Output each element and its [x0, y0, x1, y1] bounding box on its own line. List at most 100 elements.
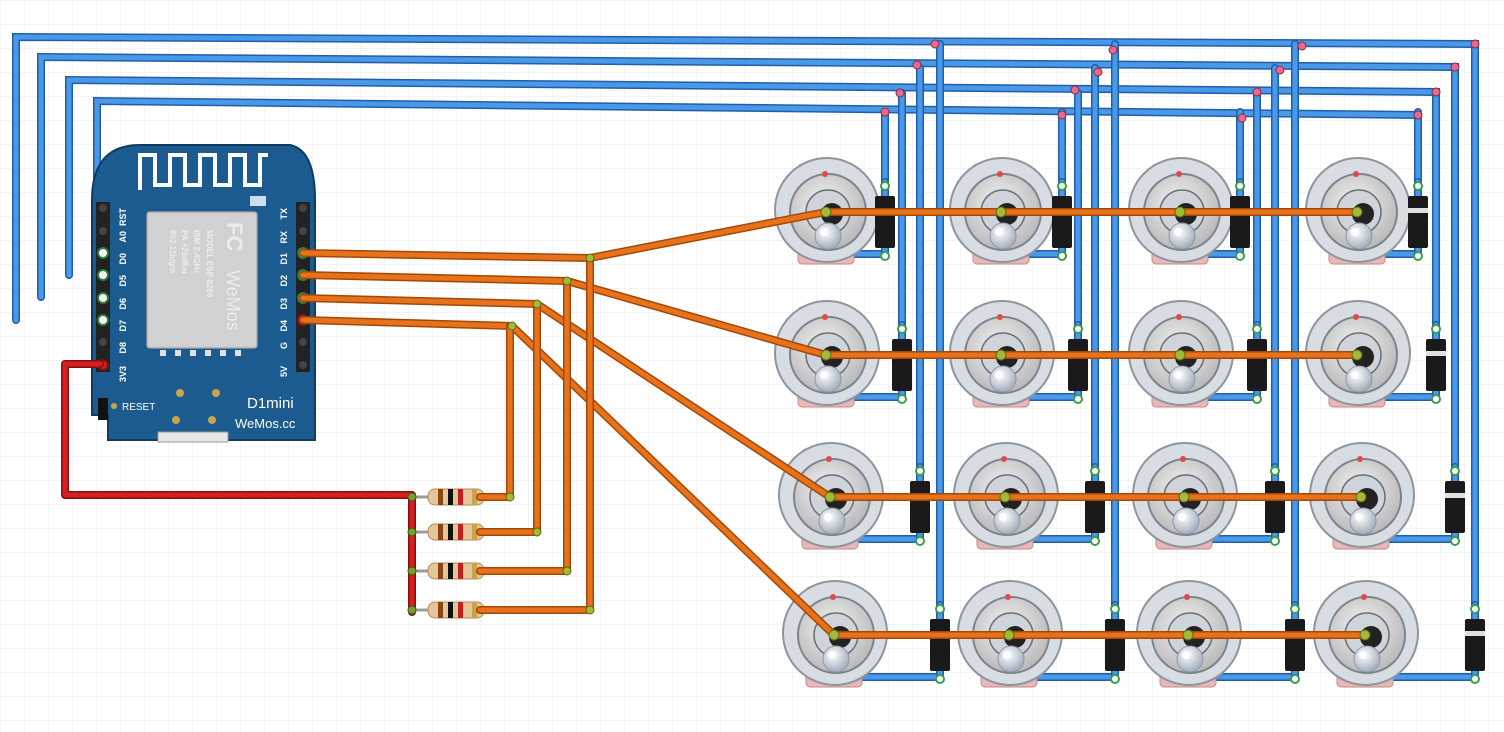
wire-junction [532, 527, 542, 537]
bus-junction [1252, 87, 1262, 97]
button-terminal [1359, 629, 1371, 641]
button-terminal [820, 206, 832, 218]
bus-junction [880, 107, 890, 117]
wire-junction [532, 299, 542, 309]
pull-resistors [407, 488, 500, 619]
power-label: PA +25dBm [180, 230, 189, 274]
esp-shield [146, 211, 258, 349]
button-terminal [995, 206, 1007, 218]
antenna-trace [138, 153, 268, 190]
button-terminal [995, 349, 1007, 361]
left-header [96, 202, 110, 372]
led-indicator [1353, 645, 1381, 673]
usb-port [157, 431, 229, 443]
svg-text:5V: 5V [279, 366, 289, 377]
diode [1408, 181, 1428, 261]
wire-junction [507, 321, 517, 331]
svg-text:3V3: 3V3 [118, 366, 128, 382]
button-terminal [1174, 206, 1186, 218]
svg-text:RX: RX [279, 231, 289, 244]
led-indicator [1168, 222, 1196, 250]
wire-junction [505, 492, 515, 502]
svg-text:G: G [279, 342, 289, 349]
bus-junction [1237, 113, 1247, 123]
wire-junction [562, 276, 572, 286]
diode [1445, 466, 1465, 546]
button-terminal [1003, 629, 1015, 641]
led-indicator [1345, 365, 1373, 393]
svg-text:D6: D6 [118, 298, 128, 310]
board-name: D1mini [247, 395, 294, 412]
bus-junction [1275, 65, 1285, 75]
bus-junction [1108, 45, 1118, 55]
led-indicator [814, 365, 842, 393]
svg-text:D7: D7 [118, 320, 128, 332]
svg-text:D2: D2 [279, 275, 289, 287]
wemos-d1-mini-board[interactable]: MODEL ESP-8266 ISM 2.4GHz PA +25dBm 802.… [91, 144, 316, 443]
svg-text:D4: D4 [279, 320, 289, 332]
bus-junction [1431, 87, 1441, 97]
svg-text:D1: D1 [279, 253, 289, 265]
left-pin-labels: RST A0 D0 D5 D6 D7 D8 3V3 [118, 207, 128, 382]
led-indicator [822, 645, 850, 673]
led-indicator [1345, 222, 1373, 250]
led-indicator [1172, 507, 1200, 535]
reset-button[interactable] [98, 398, 108, 420]
led-indicator [989, 365, 1017, 393]
wire-junction [585, 253, 595, 263]
button-terminal [1178, 491, 1190, 503]
wifi-label: 802.11b/g/n [168, 230, 177, 273]
bus-junction [1070, 85, 1080, 95]
bus-junction [912, 60, 922, 70]
led-indicator [993, 507, 1021, 535]
row-wire-d2 [299, 271, 1361, 359]
svg-text:D5: D5 [118, 275, 128, 287]
led-indicator [818, 507, 846, 535]
bus-junction [1470, 39, 1480, 49]
wire-junction [562, 566, 572, 576]
button-terminal [1182, 629, 1194, 641]
svg-text:D0: D0 [118, 253, 128, 265]
button-terminal [1174, 349, 1186, 361]
led-indicator [814, 222, 842, 250]
button-terminal [828, 629, 840, 641]
bus-junction [1413, 110, 1423, 120]
row-wire-d3 [299, 294, 1365, 501]
led-indicator [989, 222, 1017, 250]
button-terminal [824, 491, 836, 503]
diode [1426, 324, 1446, 404]
led-indicator [997, 645, 1025, 673]
bus-junction [895, 88, 905, 98]
button-terminal [1351, 206, 1363, 218]
model-label: MODEL ESP-8266 [205, 230, 214, 298]
diode [1465, 604, 1485, 684]
led-indicator [1176, 645, 1204, 673]
wire-junction [585, 605, 595, 615]
bus-junction [1450, 62, 1460, 72]
row-wires [299, 206, 1371, 641]
bus-junction [1297, 41, 1307, 51]
resistor [407, 562, 500, 580]
button-terminal [999, 491, 1011, 503]
bus-junction [930, 39, 940, 49]
row-wire-d4 [299, 316, 1369, 639]
button-terminal [1351, 349, 1363, 361]
bus-junction [1093, 67, 1103, 77]
band-label: ISM 2.4GHz [192, 230, 201, 274]
resistor [407, 523, 500, 541]
button-terminal [820, 349, 832, 361]
svg-text:D8: D8 [118, 342, 128, 354]
right-pin-labels: TX RX D1 D2 D3 D4 G 5V [279, 208, 289, 377]
reset-label: RESET [122, 402, 155, 413]
brand-logo: WeMos [223, 270, 243, 331]
svg-text:A0: A0 [118, 231, 128, 243]
svg-text:RST: RST [118, 207, 128, 226]
svg-text:TX: TX [279, 208, 289, 220]
led-indicator [1349, 507, 1377, 535]
svg-text:D3: D3 [279, 298, 289, 310]
bus-junction [1057, 110, 1067, 120]
right-header [296, 202, 310, 372]
button-terminal [1355, 491, 1367, 503]
fcc-logo: FC [222, 222, 247, 251]
